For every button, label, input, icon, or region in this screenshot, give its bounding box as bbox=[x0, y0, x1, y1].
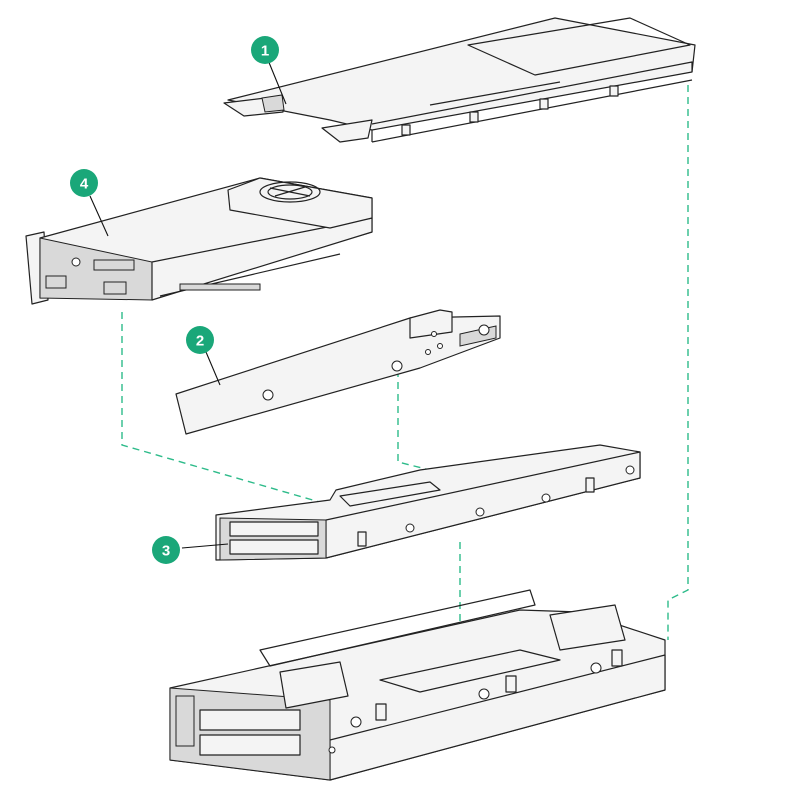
riser-board bbox=[175, 309, 501, 435]
callout-1: 1 bbox=[251, 36, 279, 64]
guide-line-board-to-cage bbox=[397, 370, 471, 481]
graphics-card bbox=[25, 177, 373, 305]
alignment-guides bbox=[121, 85, 689, 680]
callout-3-badge bbox=[152, 536, 180, 564]
top-cover bbox=[223, 17, 696, 143]
guide-line-cover-to-base bbox=[667, 85, 689, 640]
leader-line-2 bbox=[205, 351, 221, 386]
callout-2-badge bbox=[186, 326, 214, 354]
callout-3: 3 bbox=[152, 536, 180, 564]
base-chassis bbox=[169, 589, 666, 781]
leader-line-4 bbox=[89, 195, 109, 237]
callout-1-label: 1 bbox=[261, 43, 269, 60]
leader-line-3 bbox=[181, 543, 229, 549]
callout-4-label: 4 bbox=[80, 176, 89, 193]
guide-line-gpu-to-cage bbox=[121, 312, 331, 506]
callout-1-badge bbox=[251, 36, 279, 64]
riser-cage bbox=[215, 444, 641, 561]
callout-3-label: 3 bbox=[162, 543, 170, 560]
leader-lines bbox=[89, 59, 287, 549]
callout-2: 2 bbox=[186, 326, 214, 354]
callout-4: 4 bbox=[70, 169, 98, 197]
leader-line-1 bbox=[267, 59, 287, 105]
callout-2-label: 2 bbox=[196, 333, 204, 350]
callout-4-badge bbox=[70, 169, 98, 197]
